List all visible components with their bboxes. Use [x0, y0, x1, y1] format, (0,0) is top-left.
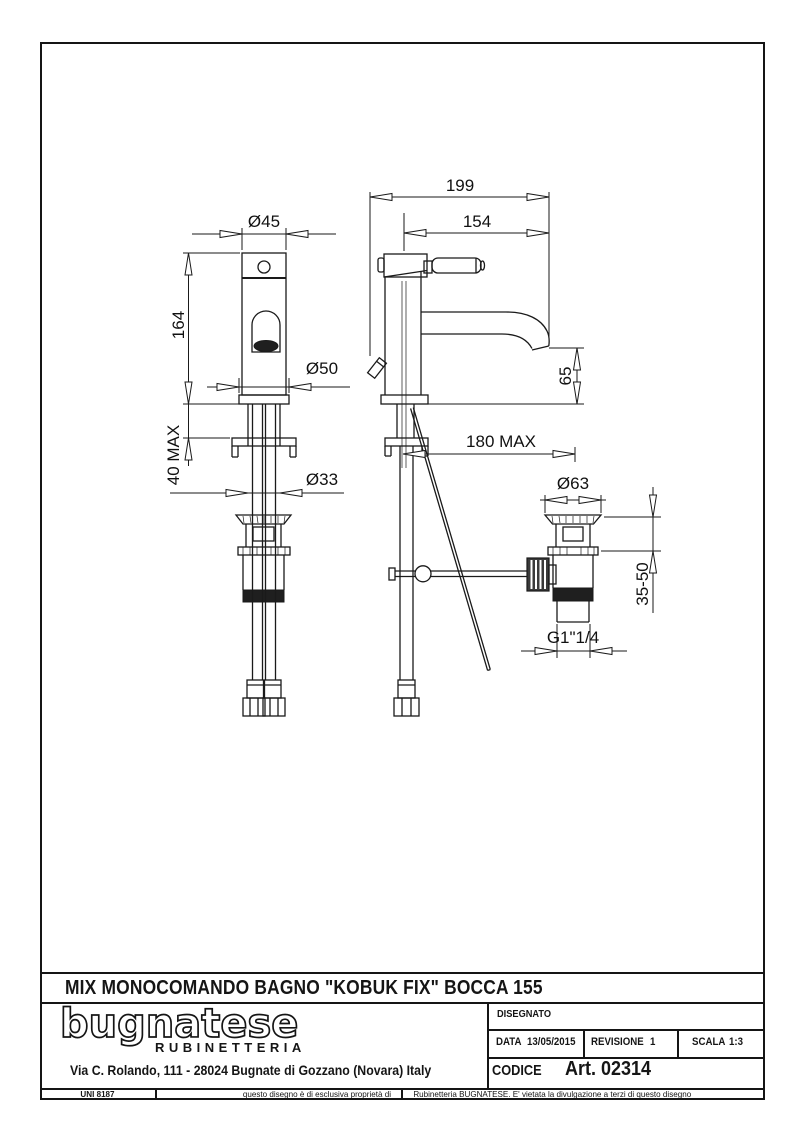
- popup-linkage: [388, 407, 527, 672]
- right-popup-waste: [526, 514, 603, 623]
- dim-dia50: Ø50: [207, 359, 350, 393]
- dim-label-154: 154: [463, 212, 491, 231]
- dim-164: 164: [169, 252, 240, 405]
- bugnatese-logo: bugnatese: [59, 1000, 299, 1048]
- dim-dia45: Ø45: [192, 212, 336, 250]
- dim-label-65: 65: [556, 367, 575, 386]
- dim-label-180max: 180 MAX: [466, 432, 536, 451]
- titleblock-line: [40, 1002, 765, 1004]
- codice-value: Art. 02314: [565, 1058, 652, 1080]
- dim-label-199: 199: [446, 176, 474, 195]
- dim-label-dia45: Ø45: [248, 212, 280, 231]
- front-view-faucet: [231, 252, 297, 458]
- titleblock-line: [487, 1057, 765, 1059]
- dim-label-3550: 35-50: [633, 562, 652, 605]
- dim-3550: 35-50: [601, 487, 661, 613]
- data-value: 13/05/2015: [527, 1036, 576, 1048]
- logo-subtitle: RUBINETTERIA: [155, 1040, 306, 1055]
- dim-label-dia63: Ø63: [557, 474, 589, 493]
- titleblock-line: [487, 1029, 765, 1031]
- dim-label-dia33: Ø33: [306, 470, 338, 489]
- dim-label-40max: 40 MAX: [164, 425, 183, 485]
- dim-label-164: 164: [169, 311, 188, 339]
- titleblock-line: [583, 1029, 585, 1057]
- footer-note-right: Rubinetteria BUGNATESE. E' vietata la di…: [413, 1089, 692, 1099]
- revisione-label: REVISIONE: [591, 1036, 644, 1048]
- dim-65: 65: [428, 347, 584, 405]
- dim-label-thread: G1"1/4: [547, 628, 599, 647]
- dim-label-dia50: Ø50: [306, 359, 338, 378]
- revisione-value: 1: [650, 1036, 656, 1048]
- company-address: Via C. Rolando, 111 - 28024 Bugnate di G…: [70, 1062, 432, 1078]
- titleblock-line: [487, 1002, 489, 1088]
- dim-dia63: Ø63: [540, 474, 606, 513]
- disegnato-label: DISEGNATO: [497, 1008, 552, 1020]
- titleblock-line: [40, 972, 765, 974]
- footer-standard: UNI 8187: [80, 1089, 115, 1099]
- dim-199: 199: [369, 176, 550, 356]
- data-label: DATA: [496, 1036, 522, 1048]
- dim-154: 154: [403, 212, 550, 251]
- footer-note-left: questo disegno è di esclusiva proprietà …: [242, 1089, 391, 1099]
- titleblock-line: [155, 1088, 157, 1100]
- titleblock-line: [677, 1029, 679, 1057]
- codice-label: CODICE: [492, 1062, 542, 1079]
- popup-rod-stub: [366, 356, 388, 380]
- drawing-title: MIX MONOCOMANDO BAGNO "KOBUK FIX" BOCCA …: [65, 977, 543, 999]
- side-supply-hose: [393, 446, 420, 717]
- titleblock-line: [401, 1088, 403, 1100]
- dim-180max: 180 MAX: [402, 432, 576, 462]
- front-supply-hoses: [242, 404, 286, 717]
- dim-thread: G1"1/4: [521, 624, 627, 658]
- scala-value: 1:3: [729, 1036, 743, 1048]
- scala-label: SCALA: [692, 1036, 726, 1048]
- front-popup-waste: [234, 514, 293, 603]
- dim-40max: 40 MAX: [164, 403, 239, 485]
- side-view-faucet: [366, 253, 550, 468]
- dim-dia33: Ø33: [170, 470, 344, 498]
